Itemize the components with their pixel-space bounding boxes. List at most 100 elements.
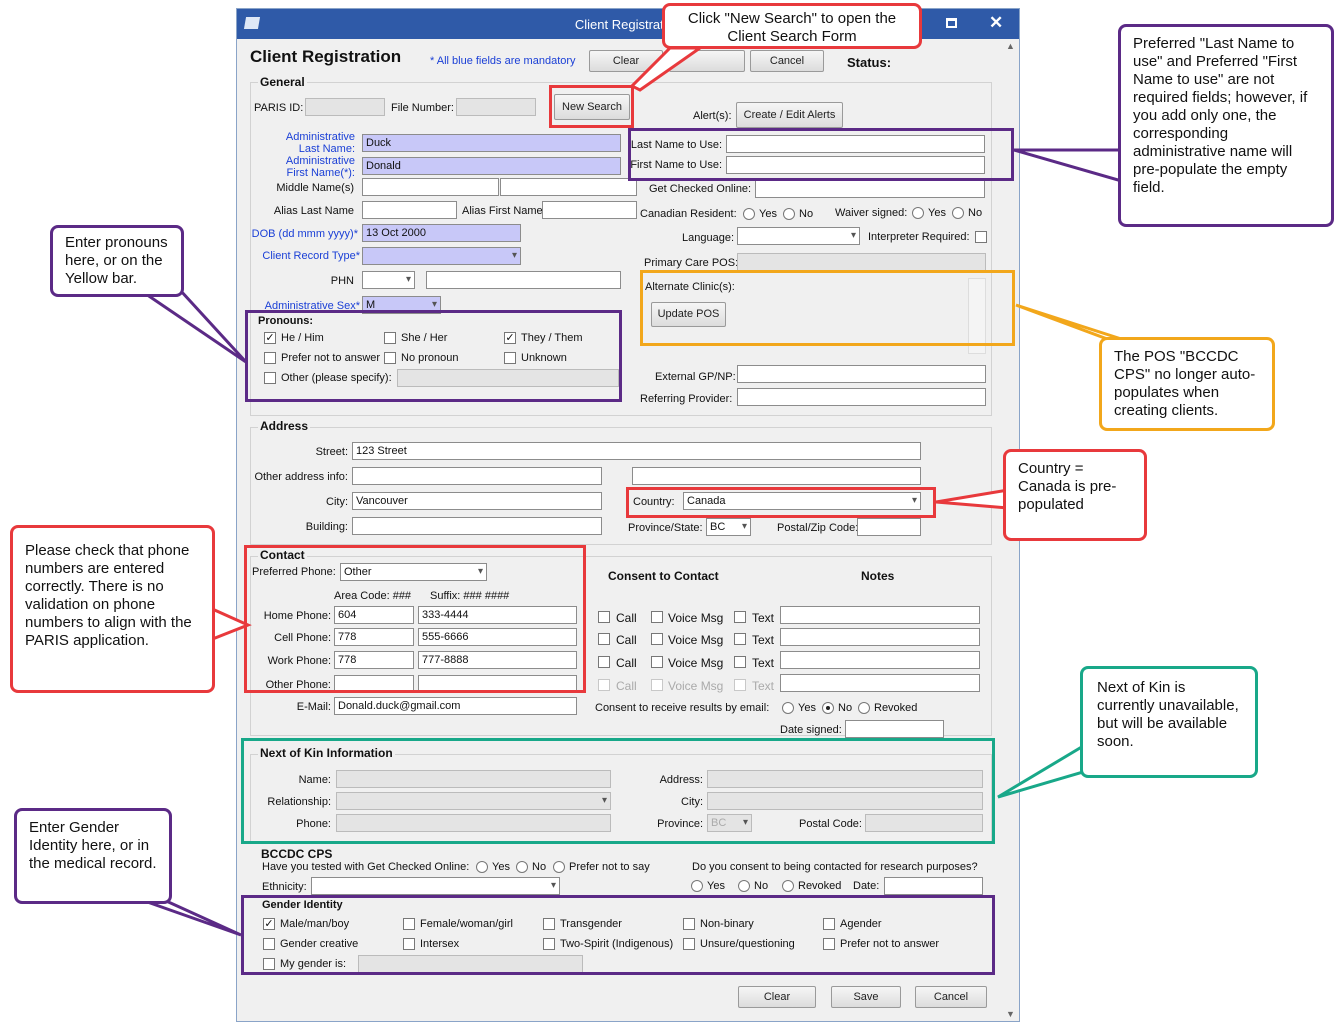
contact-heading: Contact bbox=[258, 548, 307, 562]
gender-nonbinary-checkbox[interactable] bbox=[683, 918, 695, 930]
admin-last-label-2: Last Name: bbox=[298, 143, 355, 155]
maximize-icon[interactable] bbox=[946, 18, 957, 28]
cancel-button[interactable]: Cancel bbox=[915, 986, 987, 1008]
research-revoked-radio[interactable] bbox=[782, 880, 794, 892]
home-call-checkbox[interactable] bbox=[598, 611, 610, 623]
alias-first-field[interactable] bbox=[542, 201, 637, 219]
research-date-field[interactable] bbox=[884, 877, 983, 895]
create-alerts-button[interactable]: Create / Edit Alerts bbox=[736, 102, 843, 128]
other-notes-field[interactable] bbox=[780, 674, 980, 692]
interpreter-checkbox[interactable] bbox=[975, 231, 987, 243]
gender-female-checkbox[interactable] bbox=[403, 918, 415, 930]
consent-email-no-radio[interactable] bbox=[822, 702, 834, 714]
canadian-no-radio[interactable] bbox=[783, 208, 795, 220]
my-gender-checkbox[interactable] bbox=[263, 958, 275, 970]
language-select[interactable] bbox=[737, 227, 860, 245]
building-field[interactable] bbox=[352, 517, 602, 535]
city-field[interactable]: Vancouver bbox=[352, 492, 602, 510]
other-pronoun-field bbox=[397, 369, 619, 387]
gender-agender-checkbox[interactable] bbox=[823, 918, 835, 930]
clear-button[interactable]: Clear bbox=[738, 986, 816, 1008]
cps-tested-prefer-radio[interactable] bbox=[553, 861, 565, 873]
gender-male-label: Male/man/boy bbox=[280, 918, 350, 930]
consent-email-yes-radio[interactable] bbox=[782, 702, 794, 714]
waiver-no-radio[interactable] bbox=[952, 207, 964, 219]
other-info-field-1[interactable] bbox=[352, 467, 602, 485]
other-info-field-2[interactable] bbox=[632, 467, 921, 485]
country-select[interactable]: Canada bbox=[683, 492, 921, 510]
home-notes-field[interactable] bbox=[780, 606, 980, 624]
work-area-field[interactable]: 778 bbox=[334, 651, 414, 669]
gender-transgender-checkbox[interactable] bbox=[543, 918, 555, 930]
referring-field[interactable] bbox=[737, 388, 986, 406]
unknown-checkbox[interactable] bbox=[504, 352, 516, 364]
scroll-up-icon[interactable]: ▲ bbox=[1006, 41, 1015, 51]
admin-last-label-1: Administrative bbox=[285, 131, 355, 143]
cell-area-field[interactable]: 778 bbox=[334, 628, 414, 646]
ethnicity-select[interactable] bbox=[311, 877, 560, 895]
postal-field[interactable] bbox=[857, 518, 921, 536]
gender-unsure-checkbox[interactable] bbox=[683, 938, 695, 950]
canadian-yes-radio[interactable] bbox=[743, 208, 755, 220]
date-signed-field[interactable] bbox=[845, 720, 944, 738]
gender-prefer-not-checkbox[interactable] bbox=[823, 938, 835, 950]
work-call-checkbox[interactable] bbox=[598, 656, 610, 668]
home-number-field[interactable]: 333-4444 bbox=[418, 606, 577, 624]
research-no-radio[interactable] bbox=[738, 880, 750, 892]
update-pos-button[interactable]: Update POS bbox=[651, 302, 726, 327]
waiver-yes-radio[interactable] bbox=[912, 207, 924, 219]
home-area-field[interactable]: 604 bbox=[334, 606, 414, 624]
cell-voice-checkbox[interactable] bbox=[651, 633, 663, 645]
cps-tested-yes-radio[interactable] bbox=[476, 861, 488, 873]
close-icon[interactable]: ✕ bbox=[989, 13, 1004, 32]
work-text-label: Text bbox=[752, 656, 775, 670]
cell-notes-field[interactable] bbox=[780, 628, 980, 646]
other-pronoun-checkbox[interactable] bbox=[264, 372, 276, 384]
admin-last-name-field[interactable]: Duck bbox=[362, 134, 621, 152]
home-text-checkbox[interactable] bbox=[734, 611, 746, 623]
cell-text-checkbox[interactable] bbox=[734, 633, 746, 645]
work-voice-checkbox[interactable] bbox=[651, 656, 663, 668]
no-pronoun-checkbox[interactable] bbox=[384, 352, 396, 364]
gender-creative-checkbox[interactable] bbox=[263, 938, 275, 950]
province-select[interactable]: BC bbox=[706, 518, 751, 536]
work-notes-field[interactable] bbox=[780, 651, 980, 669]
dob-field[interactable]: 13 Oct 2000 bbox=[362, 224, 521, 242]
scroll-down-icon[interactable]: ▼ bbox=[1006, 1009, 1015, 1019]
gender-intersex-checkbox[interactable] bbox=[403, 938, 415, 950]
home-voice-checkbox[interactable] bbox=[651, 611, 663, 623]
work-text-checkbox[interactable] bbox=[734, 656, 746, 668]
she-her-checkbox[interactable] bbox=[384, 332, 396, 344]
first-to-use-field[interactable] bbox=[726, 156, 985, 174]
last-to-use-field[interactable] bbox=[726, 135, 985, 153]
research-yes-radio[interactable] bbox=[691, 880, 703, 892]
he-him-checkbox[interactable]: ✓ bbox=[264, 332, 276, 344]
email-field[interactable]: Donald.duck@gmail.com bbox=[334, 697, 577, 715]
admin-sex-select[interactable]: M bbox=[362, 296, 441, 314]
client-type-select[interactable] bbox=[362, 247, 521, 265]
cell-call-checkbox[interactable] bbox=[598, 633, 610, 645]
nok-city-label: City: bbox=[681, 796, 703, 808]
preferred-phone-select[interactable]: Other bbox=[340, 563, 487, 581]
prefer-not-checkbox[interactable] bbox=[264, 352, 276, 364]
gender-two-spirit-checkbox[interactable] bbox=[543, 938, 555, 950]
external-gp-field[interactable] bbox=[737, 365, 986, 383]
new-search-button[interactable]: New Search bbox=[554, 94, 630, 120]
middle-name-field-1[interactable] bbox=[362, 178, 499, 196]
cancel-button-top[interactable]: Cancel bbox=[750, 50, 824, 72]
clear-button-top[interactable]: Clear bbox=[589, 50, 663, 72]
cell-number-field[interactable]: 555-6666 bbox=[418, 628, 577, 646]
gender-male-checkbox[interactable]: ✓ bbox=[263, 918, 275, 930]
phn-field[interactable] bbox=[426, 271, 621, 289]
alias-last-field[interactable] bbox=[362, 201, 457, 219]
save-button[interactable]: Save bbox=[831, 986, 901, 1008]
work-number-field[interactable]: 777-8888 bbox=[418, 651, 577, 669]
phn-type-select[interactable] bbox=[362, 271, 415, 289]
they-them-checkbox[interactable]: ✓ bbox=[504, 332, 516, 344]
street-field[interactable]: 123 Street bbox=[352, 442, 921, 460]
consent-email-label: Consent to receive results by email: bbox=[595, 702, 770, 714]
admin-first-name-field[interactable]: Donald bbox=[362, 157, 621, 175]
middle-name-field-2[interactable] bbox=[500, 178, 637, 196]
cps-tested-no-radio[interactable] bbox=[516, 861, 528, 873]
consent-email-revoked-radio[interactable] bbox=[858, 702, 870, 714]
